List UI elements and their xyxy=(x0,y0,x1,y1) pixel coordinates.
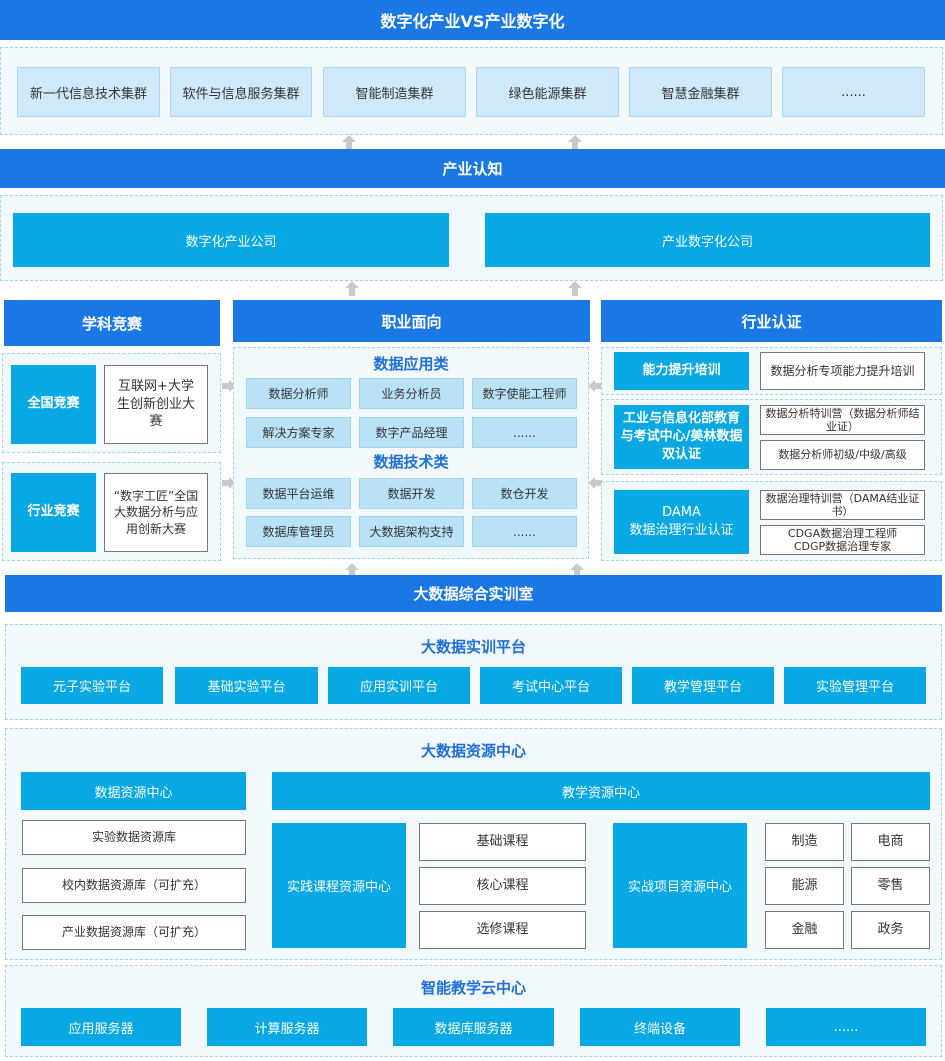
career-role: 数仓开发 xyxy=(472,478,577,509)
cloud-item: 计算服务器 xyxy=(207,1008,367,1046)
course-item: 核心课程 xyxy=(419,867,586,905)
cluster-item: ...... xyxy=(782,67,925,117)
cert-detail: 数据治理特训营（DAMA结业证书） xyxy=(760,490,925,520)
national-competition-label: 全国竞赛 xyxy=(11,365,96,444)
cluster-item: 智慧金融集群 xyxy=(629,67,772,117)
cert-detail: 数据分析专项能力提升培训 xyxy=(760,352,925,390)
cluster-item: 智能制造集群 xyxy=(323,67,466,117)
app-category-title: 数据应用类 xyxy=(373,355,449,373)
career-role: 数据库管理员 xyxy=(246,516,351,547)
lab-title: 大数据综合实训室 xyxy=(413,585,534,603)
career-role: 解决方案专家 xyxy=(246,417,351,448)
arrow-right-icon xyxy=(222,380,236,392)
cluster-item: 软件与信息服务集群 xyxy=(170,67,312,117)
company-box: 产业数字化公司 xyxy=(485,213,930,267)
career-role: 数字产品经理 xyxy=(359,417,464,448)
header-bar: 数字化产业VS产业数字化 xyxy=(0,0,945,40)
platform-item: 考试中心平台 xyxy=(480,667,622,704)
arrow-up-icon xyxy=(568,135,582,150)
industry-competition-text: “数字工匠”全国大数据分析与应用创新大赛 xyxy=(104,473,208,552)
career-role: 数据分析师 xyxy=(246,378,351,409)
cert-label: 能力提升培训 xyxy=(614,352,749,390)
cloud-title: 智能教学云中心 xyxy=(420,979,526,997)
training-platform-title: 大数据实训平台 xyxy=(420,638,526,656)
cognition-title: 产业认知 xyxy=(442,160,503,178)
industry-item: 能源 xyxy=(765,867,844,905)
cert-label: 工业与信息化部教育与考试中心/美林数据双认证 xyxy=(614,405,749,469)
industry-item: 金融 xyxy=(765,911,844,949)
career-bar: 职业面向 xyxy=(233,300,590,342)
page-title: 数字化产业VS产业数字化 xyxy=(380,12,565,31)
platform-item: 实验管理平台 xyxy=(784,667,926,704)
data-resource-item: 实验数据资源库 xyxy=(22,820,246,855)
certification-title: 行业认证 xyxy=(741,312,802,331)
platform-item: 元子实验平台 xyxy=(21,667,163,704)
industry-competition-label: 行业竞赛 xyxy=(11,473,96,552)
lab-bar: 大数据综合实训室 xyxy=(5,575,942,612)
cert-detail: CDGA数据治理工程师 CDGP数据治理专家 xyxy=(760,525,925,555)
career-role: 业务分析员 xyxy=(359,378,464,409)
national-competition-text: 互联网+大学生创新创业大赛 xyxy=(104,365,208,444)
competition-bar: 学科竞赛 xyxy=(4,300,220,346)
data-resource-title: 数据资源中心 xyxy=(21,772,246,810)
competition-title: 学科竞赛 xyxy=(81,314,142,333)
practice-course-center: 实践课程资源中心 xyxy=(272,823,406,948)
career-role: 大数据架构支持 xyxy=(359,516,464,547)
career-role: 数据平台运维 xyxy=(246,478,351,509)
career-role: ...... xyxy=(472,417,577,448)
platform-item: 教学管理平台 xyxy=(632,667,774,704)
arrow-left-icon xyxy=(588,380,602,392)
cluster-item: 绿色能源集群 xyxy=(476,67,619,117)
cluster-item: 新一代信息技术集群 xyxy=(17,67,160,117)
industry-item: 零售 xyxy=(851,867,930,905)
cloud-item: 应用服务器 xyxy=(21,1008,181,1046)
arrow-up-icon xyxy=(570,563,584,578)
career-role: 数字使能工程师 xyxy=(472,378,577,409)
industry-item: 电商 xyxy=(851,823,930,861)
data-resource-item: 产业数据资源库（可扩充） xyxy=(22,915,246,950)
career-role: 数据开发 xyxy=(359,478,464,509)
course-item: 基础课程 xyxy=(419,823,586,861)
cloud-item: ...... xyxy=(766,1008,926,1046)
data-resource-item: 校内数据资源库（可扩充） xyxy=(22,868,246,903)
arrow-up-icon xyxy=(345,281,359,296)
industry-item: 政务 xyxy=(851,911,930,949)
project-resource-center: 实战项目资源中心 xyxy=(613,823,747,948)
resource-center-title: 大数据资源中心 xyxy=(420,742,526,760)
career-title: 职业面向 xyxy=(381,312,442,331)
platform-item: 应用实训平台 xyxy=(328,667,470,704)
cloud-item: 数据库服务器 xyxy=(393,1008,554,1046)
tech-category-title: 数据技术类 xyxy=(373,453,449,471)
arrow-up-icon xyxy=(342,135,356,150)
course-item: 选修课程 xyxy=(419,911,586,949)
cloud-item: 终端设备 xyxy=(580,1008,740,1046)
teaching-resource-title: 教学资源中心 xyxy=(272,772,930,810)
arrow-up-icon xyxy=(345,563,359,578)
platform-item: 基础实验平台 xyxy=(175,667,318,704)
arrow-right-icon xyxy=(222,477,236,489)
certification-bar: 行业认证 xyxy=(601,300,942,342)
cognition-bar: 产业认知 xyxy=(0,149,945,188)
cert-detail: 数据分析特训营（数据分析师结业证） xyxy=(760,405,925,435)
career-role: ...... xyxy=(472,516,577,547)
industry-item: 制造 xyxy=(765,823,844,861)
arrow-up-icon xyxy=(568,281,582,296)
company-box: 数字化产业公司 xyxy=(13,213,449,267)
cert-detail: 数据分析师初级/中级/高级 xyxy=(760,440,925,470)
arrow-left-icon xyxy=(588,477,602,489)
cert-label: DAMA 数据治理行业认证 xyxy=(614,490,749,554)
